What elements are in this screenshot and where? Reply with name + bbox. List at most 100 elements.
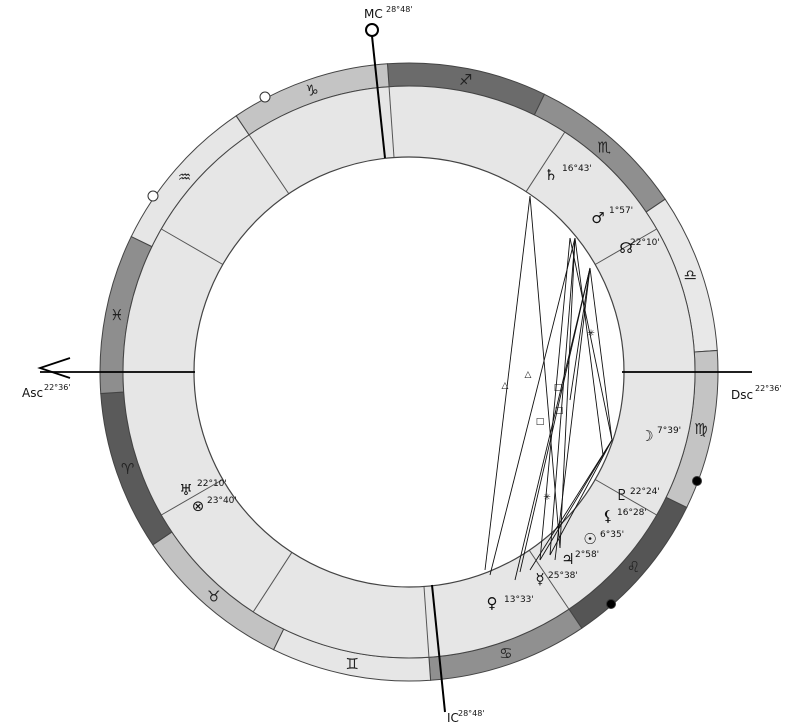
sign-glyph-virgo-icon: ♍: [694, 420, 707, 438]
dsc-label: Dsc 22°36': [731, 384, 782, 402]
aspect-line: [519, 267, 591, 573]
north-node-icon: ☊: [619, 239, 632, 257]
ic-line: [431, 584, 446, 713]
aspect-line: [529, 195, 561, 549]
uranus-degree: 22°10': [197, 479, 227, 489]
house-cusp-10: [423, 586, 430, 658]
aspect-line: [539, 439, 613, 561]
mc-degree: 28°48': [386, 5, 413, 14]
sign-glyph-cancer-icon: ♋: [499, 644, 512, 662]
aspect-line: [589, 267, 613, 441]
house-cusp-4: [388, 86, 395, 158]
mc-label-text: MC: [364, 7, 383, 21]
planet-moon: ☽ 7°39': [640, 426, 681, 445]
jupiter-icon: ♃: [561, 550, 574, 568]
planet-jupiter: ♃2°58': [561, 550, 599, 568]
asc-degree: 22°36': [44, 383, 71, 392]
cusp-marker-4-icon: [606, 599, 616, 609]
sign-glyph-leo-icon: ♌: [627, 558, 640, 576]
pluto-degree: 22°24': [630, 487, 660, 497]
mc-marker-icon: [365, 23, 379, 37]
aspect-line: [569, 237, 613, 441]
planet-mars: ♂ 1°57': [591, 206, 633, 227]
aspect-line: [484, 195, 531, 571]
zodiac-sign-ring: [99, 62, 719, 682]
sun-icon: ☉: [583, 530, 596, 548]
dsc-degree: 22°36': [755, 384, 782, 393]
saturn-icon: ♄: [544, 166, 557, 184]
planet-venus: ♀ 13°33': [487, 594, 534, 612]
aspect-line: [529, 439, 613, 571]
aspect-line: [559, 237, 576, 549]
aspect-line: [574, 237, 604, 456]
venus-degree: 13°33': [504, 595, 534, 605]
planet-fortune: ⊗23°40': [192, 496, 237, 515]
mars-icon: ♂: [591, 209, 604, 227]
dsc-label-text: Dsc: [731, 388, 753, 402]
aspect-trine-icon: △: [525, 370, 532, 380]
zodiac-sign-glyphs: ♐♏♎♍♌♋♊♉♈♓♒♑: [110, 71, 708, 673]
aspect-trine-icon: △: [502, 381, 509, 391]
saturn-degree: 16°43': [562, 164, 592, 174]
asc-label-text: Asc: [22, 386, 43, 400]
planet-lilith: ⚸16°28': [603, 507, 647, 525]
aspect-sextile-icon: ✳: [543, 493, 551, 503]
aspect-square-icon: □: [555, 406, 564, 416]
house-cusp-12: [161, 479, 224, 516]
cusp-marker-1-icon: [259, 91, 271, 103]
aspect-sextile-icon: ✳: [587, 329, 595, 339]
planet-saturn: ♄ 16°43': [544, 164, 592, 184]
ic-label: IC 28°48': [447, 709, 485, 725]
aspect-line: [539, 237, 571, 561]
jupiter-degree: 2°58': [575, 550, 599, 560]
house-cusp-3: [248, 134, 290, 195]
house-cusp-11: [252, 552, 293, 613]
planet-pluto: ♇22°24': [615, 486, 660, 504]
planet-markers: ♄16°43'♂1°57'☊22°10'☽7°39'♇22°24'⚸16°28'…: [147, 91, 702, 612]
mars-degree: 1°57': [609, 206, 633, 216]
venus-icon: ♀: [487, 594, 498, 612]
house-cusp-2: [161, 228, 224, 265]
ic-degree: 28°48': [458, 709, 485, 718]
house-cusp-6: [594, 228, 657, 265]
asc-label: Asc 22°36': [22, 383, 71, 400]
north-node-degree: 22°10': [630, 238, 660, 248]
sign-glyph-capricorn-icon: ♑: [305, 82, 318, 100]
planet-mercury: ☿ 25°38': [535, 570, 578, 588]
mc-label: MC 28°48': [364, 5, 413, 21]
aspect-line: [514, 267, 591, 581]
sign-glyph-pisces-icon: ♓: [110, 306, 123, 324]
pluto-icon: ♇: [615, 486, 628, 504]
sign-glyph-sagittarius-icon: ♐: [459, 71, 472, 89]
lilith-icon: ⚸: [603, 507, 614, 525]
aspect-lines: △△□□□✳✳: [484, 195, 613, 581]
cusp-marker-2-icon: [147, 190, 159, 202]
ic-label-text: IC: [447, 711, 459, 725]
house-cusp-5: [525, 131, 566, 192]
sign-glyph-aquarius-icon: ♒: [178, 168, 191, 186]
aspect-square-icon: □: [536, 417, 545, 427]
uranus-icon: ♅: [179, 481, 192, 499]
asc-arrow-icon: [37, 357, 71, 379]
planet-sun: ☉ 6°35': [583, 530, 624, 548]
planet-uranus: ♅ 22°10': [179, 479, 227, 499]
aspect-line: [489, 237, 576, 576]
moon-degree: 7°39': [657, 426, 681, 436]
planet-north-node: ☊22°10': [619, 238, 660, 257]
aspect-line: [569, 267, 591, 401]
sign-glyph-libra-icon: ♎: [684, 266, 697, 284]
moon-icon: ☽: [640, 427, 653, 445]
mc-line: [371, 35, 386, 159]
house-cusp-8: [594, 479, 657, 516]
fortune-icon: ⊗: [192, 497, 205, 515]
sign-glyph-taurus-icon: ♉: [207, 588, 220, 606]
lilith-degree: 16°28': [617, 508, 647, 518]
aspect-line: [554, 267, 591, 561]
sign-glyph-gemini-icon: ♊: [346, 655, 359, 673]
mercury-degree: 25°38': [548, 571, 578, 581]
angle-axis-lines: [37, 23, 752, 713]
mercury-icon: ☿: [535, 570, 544, 588]
sun-degree: 6°35': [600, 530, 624, 540]
aspect-line: [549, 237, 576, 556]
